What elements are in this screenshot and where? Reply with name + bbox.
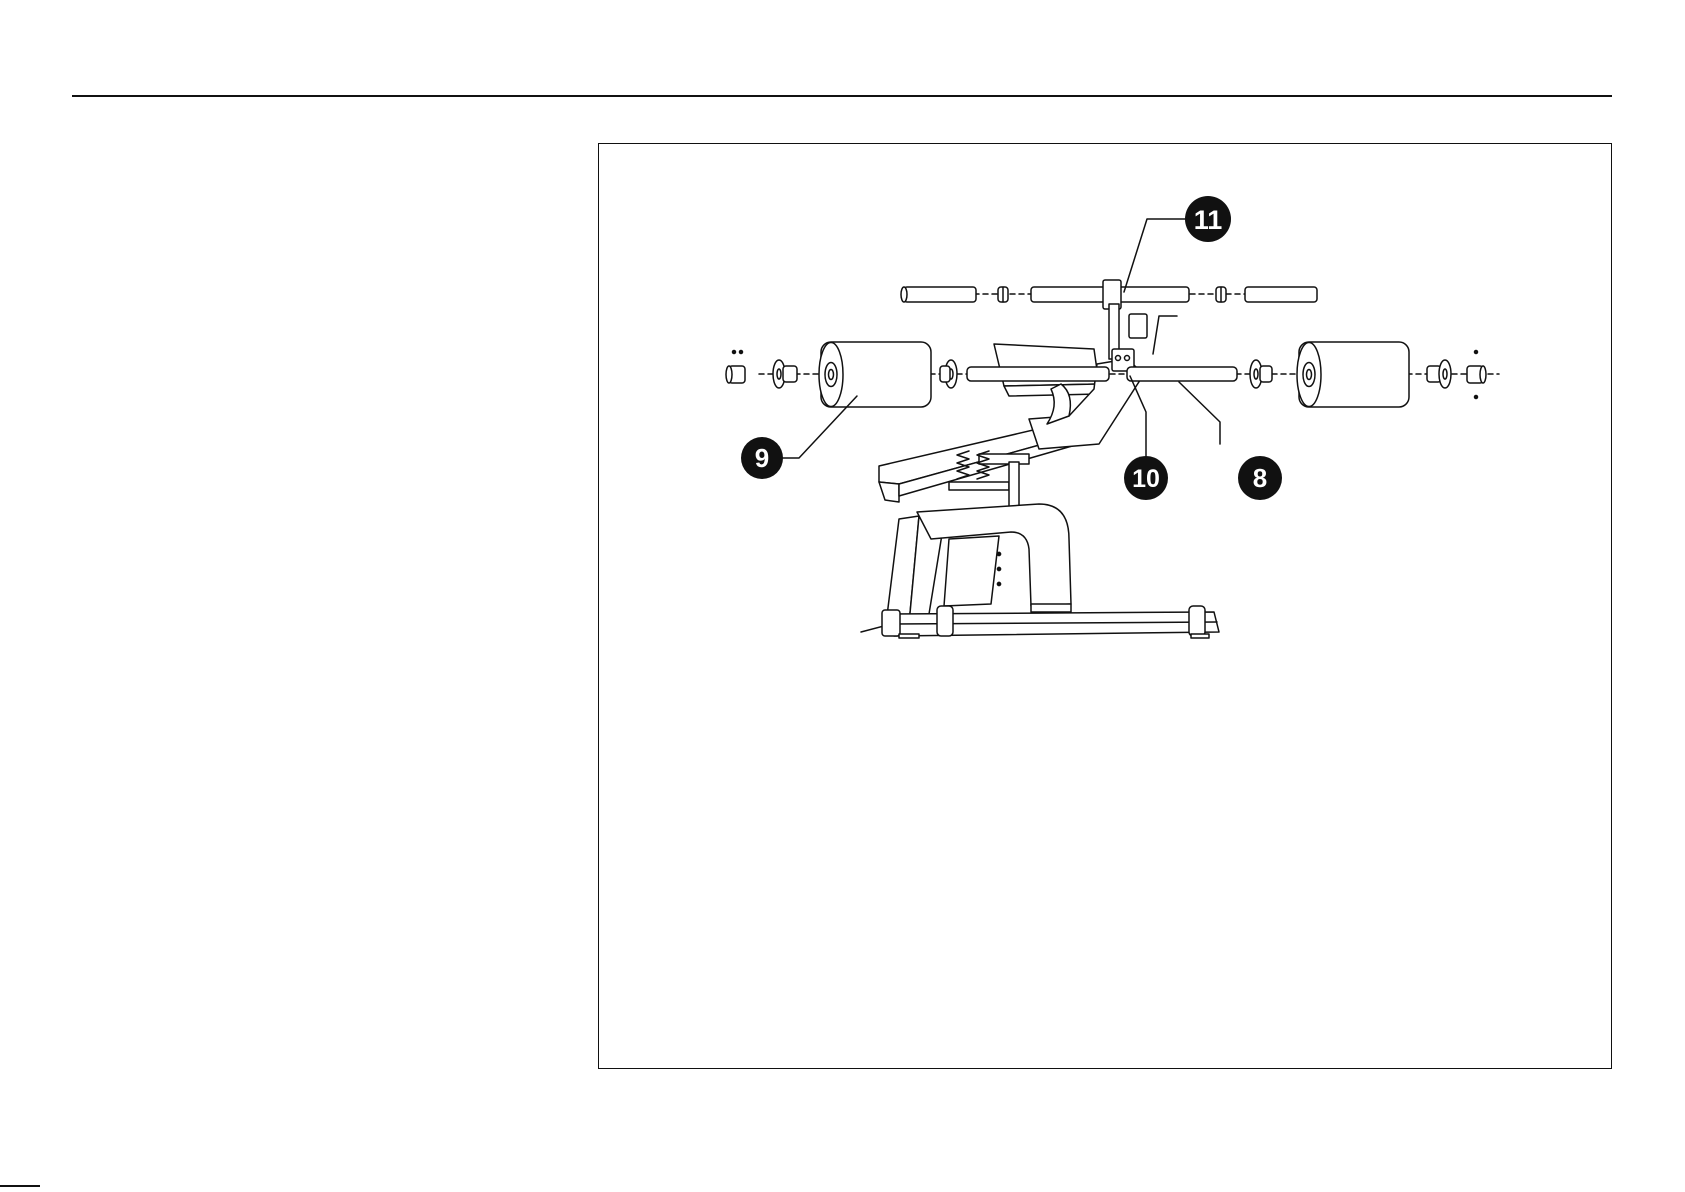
callout-8-label: 8	[1253, 463, 1267, 493]
base-frame	[861, 504, 1219, 638]
leader-lines	[782, 219, 1220, 458]
exploded-assembly-diagram: 11 9 10 8	[599, 144, 1613, 1070]
callout-9-label: 9	[755, 443, 769, 473]
center-foot	[937, 606, 953, 636]
footer-mark	[0, 1185, 40, 1187]
callout-10-label: 10	[1132, 465, 1160, 493]
right-foot	[1189, 606, 1205, 636]
header-rule	[72, 95, 1612, 97]
left-grip	[904, 287, 976, 302]
right-grip	[1245, 287, 1317, 302]
figure-frame: 11 9 10 8	[598, 143, 1612, 1069]
callout-11-label: 11	[1194, 205, 1223, 235]
left-foot	[882, 610, 900, 636]
